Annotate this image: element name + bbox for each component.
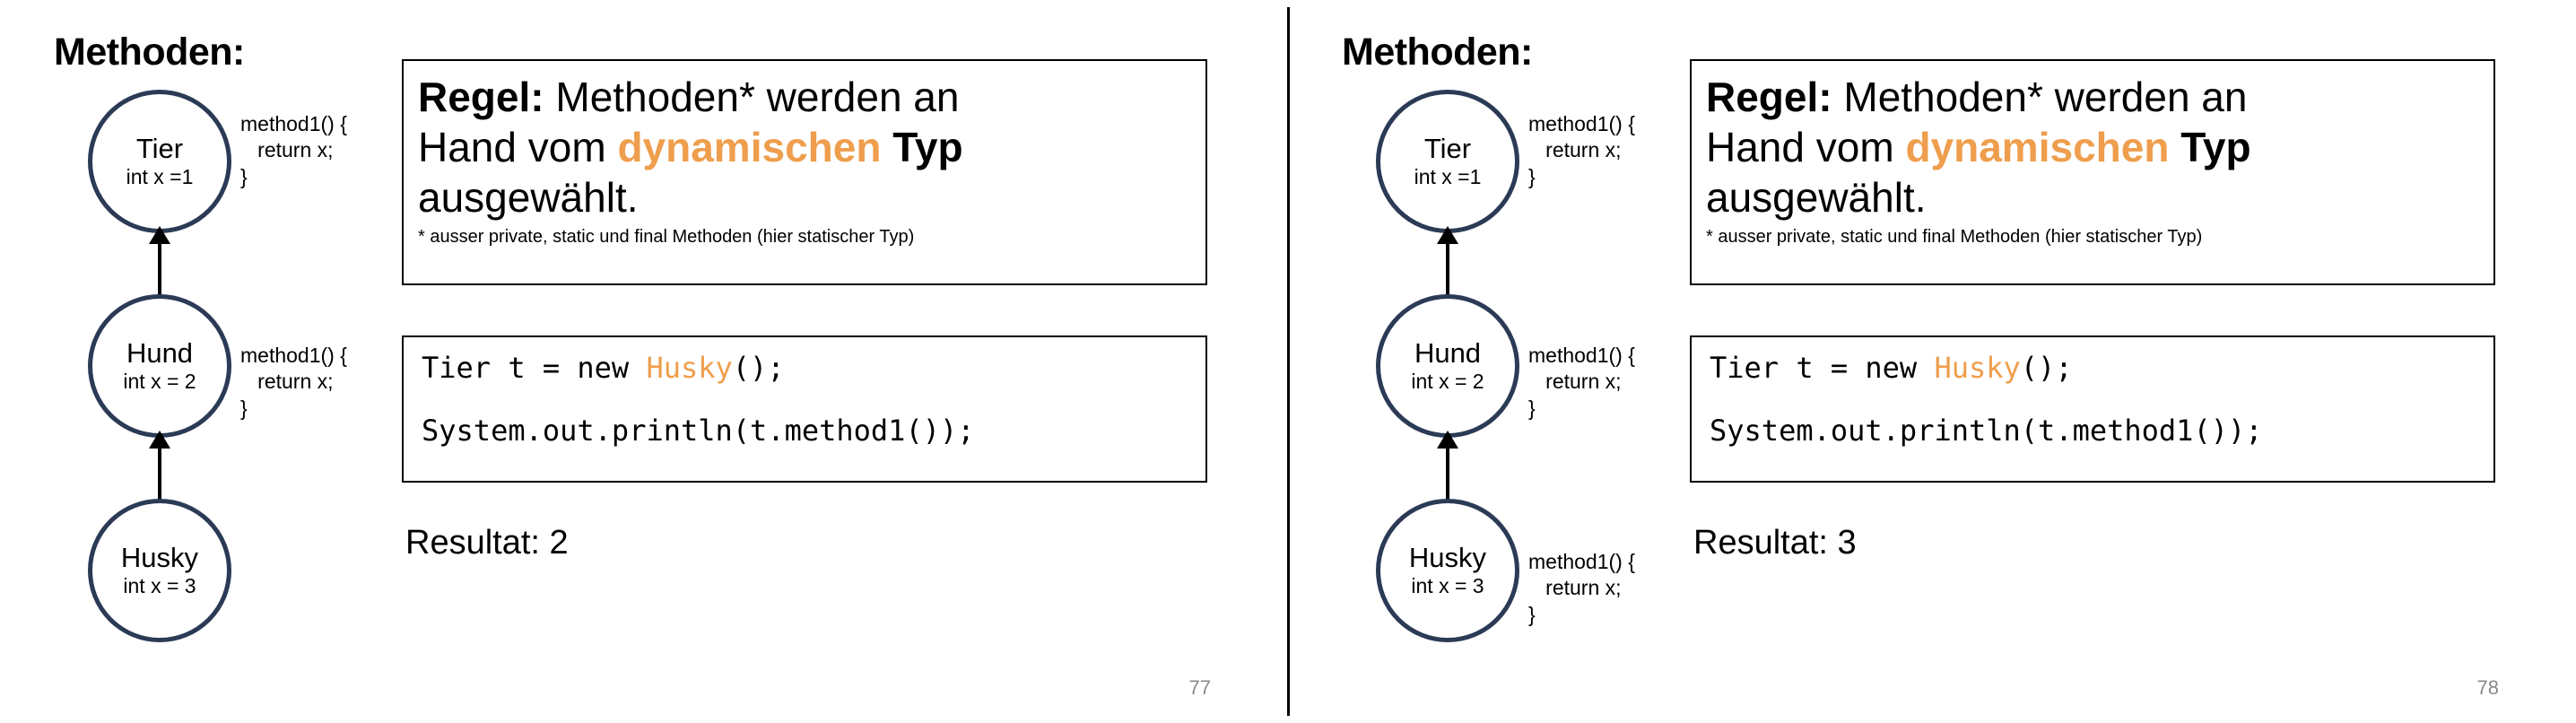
code-sample-box: Tier t = new Husky(); System.out.println… xyxy=(1690,335,2495,483)
class-node-tier[interactable]: Tier int x =1 xyxy=(88,90,231,233)
inheritance-edge-hund-tier xyxy=(1446,235,1449,296)
code-blank-line xyxy=(1710,384,2477,416)
arrow-up-icon xyxy=(149,226,170,244)
class-node-field: int x =1 xyxy=(1414,164,1482,188)
class-node-field: int x =1 xyxy=(126,164,194,188)
arrow-up-icon xyxy=(1437,226,1458,244)
code-sample-box: Tier t = new Husky(); System.out.println… xyxy=(402,335,1207,483)
class-node-field: int x = 2 xyxy=(1411,369,1484,393)
inheritance-edge-hund-tier xyxy=(158,235,161,296)
code-line-2: System.out.println(t.method1()); xyxy=(1710,413,2263,448)
page-number: 78 xyxy=(2476,676,2499,699)
rule-line-1-rest: Methoden* werden an xyxy=(544,74,960,120)
code-type-husky: Husky xyxy=(646,351,733,385)
class-hierarchy-diagram: Tier int x =1 Hund int x = 2 Husky int x… xyxy=(1288,0,1674,723)
rule-line-3: ausgewählt. xyxy=(418,174,639,222)
rule-line-1: Regel: Methoden* werden an xyxy=(418,72,1191,122)
code-line-1-pre: Tier t = new xyxy=(1710,351,1935,385)
class-hierarchy-diagram: Tier int x =1 Hund int x = 2 Husky int x… xyxy=(0,0,386,723)
code-type-husky: Husky xyxy=(1934,351,2021,385)
slide-divider xyxy=(1287,7,1290,716)
class-node-field: int x = 3 xyxy=(1411,573,1484,597)
rule-accent-word: dynamischen xyxy=(617,124,882,171)
class-node-husky[interactable]: Husky int x = 3 xyxy=(88,499,231,642)
code-line-1: Tier t = new Husky(); xyxy=(1710,353,2477,384)
slide-right: Methoden: Tier int x =1 Hund int x = 2 H… xyxy=(1288,0,2576,723)
inheritance-edge-husky-hund xyxy=(158,440,161,501)
code-line-1: Tier t = new Husky(); xyxy=(422,353,1189,384)
rule-footnote: * ausser private, static und final Metho… xyxy=(1706,227,2203,248)
slide-left: Methoden: Tier int x =1 Hund int x = 2 H… xyxy=(0,0,1211,723)
rule-line-2-pre: Hand vom xyxy=(1706,124,1906,171)
rule-callout-box: Regel: Methoden* werden an Hand vom dyna… xyxy=(1690,59,2495,285)
arrow-up-icon xyxy=(1437,431,1458,449)
code-line-2: System.out.println(t.method1()); xyxy=(422,413,975,448)
class-node-name: Hund xyxy=(1414,336,1482,369)
class-node-name: Tier xyxy=(1423,132,1472,164)
rule-label: Regel: xyxy=(418,74,544,120)
arrow-up-icon xyxy=(149,431,170,449)
class-node-tier[interactable]: Tier int x =1 xyxy=(1376,90,1519,233)
method-note-tier: method1() { return x; } xyxy=(1528,112,1635,188)
rule-callout-box: Regel: Methoden* werden an Hand vom dyna… xyxy=(402,59,1207,285)
method-note-hund: method1() { return x; } xyxy=(1528,344,1635,420)
code-line-1-post: (); xyxy=(2020,351,2073,385)
inheritance-edge-husky-hund xyxy=(1446,440,1449,501)
page-title: Methoden: xyxy=(54,30,245,74)
rule-line-1: Regel: Methoden* werden an xyxy=(1706,72,2479,122)
class-node-hund[interactable]: Hund int x = 2 xyxy=(1376,294,1519,438)
method-note-tier: method1() { return x; } xyxy=(240,112,347,188)
result-text: Resultat: 2 xyxy=(405,524,569,562)
rule-line-1-rest: Methoden* werden an xyxy=(1832,74,2248,120)
class-node-husky[interactable]: Husky int x = 3 xyxy=(1376,499,1519,642)
rule-line-2-post: Typ xyxy=(881,124,963,171)
class-node-field: int x = 3 xyxy=(123,573,196,597)
rule-line-2-pre: Hand vom xyxy=(418,124,618,171)
page-number: 77 xyxy=(1188,676,1211,699)
class-node-hund[interactable]: Hund int x = 2 xyxy=(88,294,231,438)
class-node-name: Husky xyxy=(120,541,199,573)
rule-footnote: * ausser private, static und final Metho… xyxy=(418,227,915,248)
rule-line-3: ausgewählt. xyxy=(1706,174,1927,222)
rule-line-2: Hand vom dynamischen Typ xyxy=(1706,122,2479,172)
rule-label: Regel: xyxy=(1706,74,1832,120)
class-node-name: Hund xyxy=(126,336,194,369)
rule-line-2-post: Typ xyxy=(2169,124,2251,171)
result-text: Resultat: 3 xyxy=(1693,524,1857,562)
rule-accent-word: dynamischen xyxy=(1905,124,2170,171)
code-blank-line xyxy=(422,384,1189,416)
class-node-name: Husky xyxy=(1408,541,1487,573)
class-node-field: int x = 2 xyxy=(123,369,196,393)
class-node-name: Tier xyxy=(135,132,184,164)
method-note-hund: method1() { return x; } xyxy=(240,344,347,420)
method-note-husky: method1() { return x; } xyxy=(1528,550,1635,626)
code-line-1-pre: Tier t = new xyxy=(422,351,647,385)
rule-line-2: Hand vom dynamischen Typ xyxy=(418,122,1191,172)
code-line-1-post: (); xyxy=(732,351,785,385)
page-title: Methoden: xyxy=(1342,30,1533,74)
